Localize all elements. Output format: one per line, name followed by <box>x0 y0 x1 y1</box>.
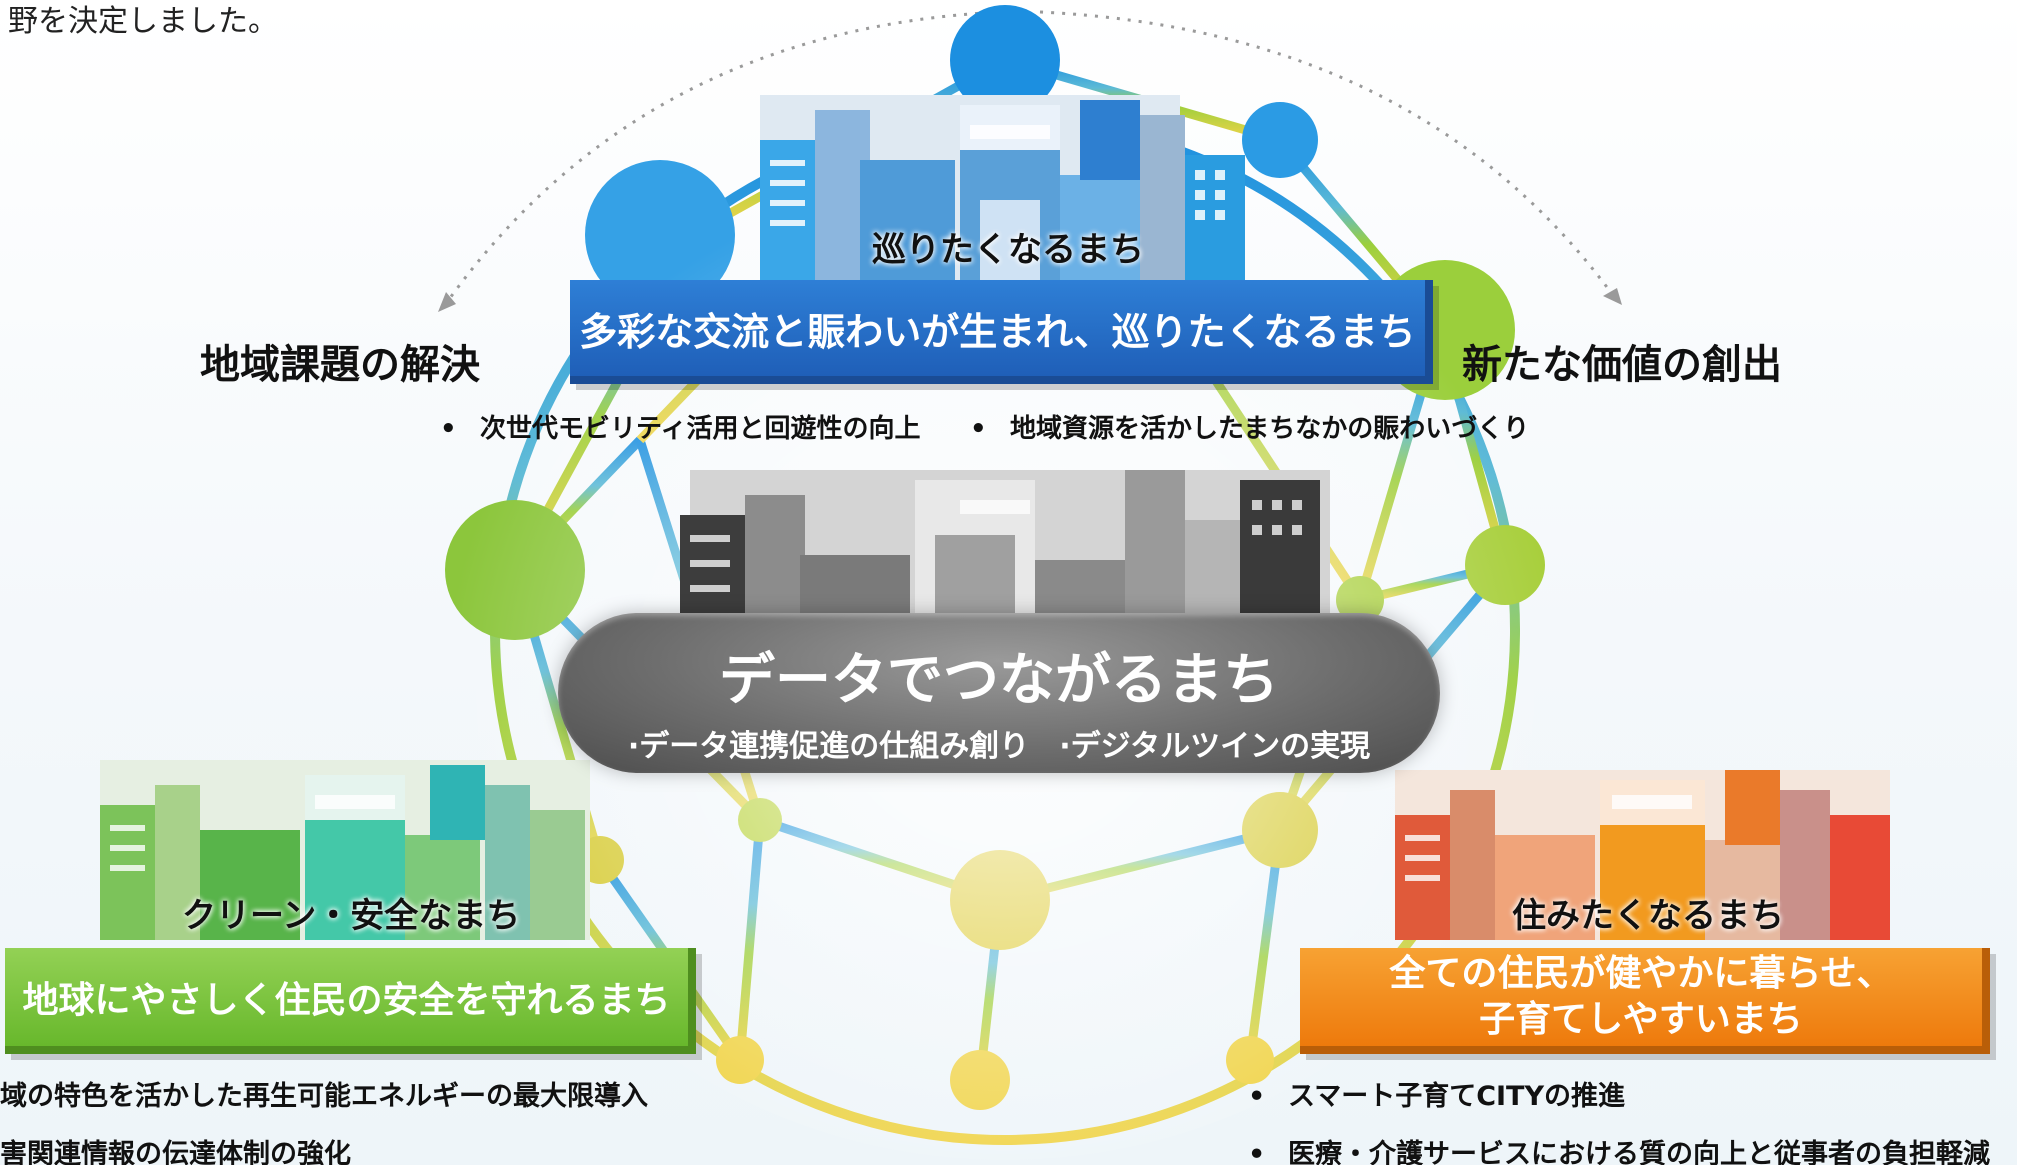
top-zone-banner: 多彩な交流と賑わいが生まれ、巡りたくなるまち <box>570 280 1433 384</box>
top-zone-bullet-2: 地域資源を活かしたまちなかの賑わいづくり <box>970 408 1529 445</box>
right-zone-banner: 全ての住民が健やかに暮らせ、 子育てしやすいまち <box>1300 948 1990 1054</box>
left-zone-banner-text: 地球にやさしく住民の安全を守れるまち <box>22 980 671 1021</box>
left-zone-label: クリーン・安全なまち <box>182 896 521 936</box>
right-zone-bullet-1: スマート子育てCITYの推進 <box>1248 1074 1625 1113</box>
left-theme-label: 地域課題の解決 <box>200 342 480 388</box>
intro-text: 野を決定しました。 <box>8 4 278 39</box>
right-zone-bullet-2: 医療・介護サービスにおける質の向上と従事者の負担軽減 <box>1248 1132 1990 1165</box>
top-zone-label: 巡りたくなるまち <box>872 230 1144 270</box>
left-zone-bullet-1: 域の特色を活かした再生可能エネルギーの最大限導入 <box>0 1081 648 1112</box>
top-buildings-illustration <box>760 95 1245 280</box>
right-zone-banner-line2: 子育てしやすいまち <box>1479 999 1803 1040</box>
left-buildings-illustration <box>100 760 590 940</box>
left-dotted-arrow <box>443 10 1001 306</box>
top-zone-banner-text: 多彩な交流と賑わいが生まれ、巡りたくなるまち <box>579 309 1416 354</box>
right-zone-banner-line1: 全ての住民が健やかに暮らせ、 <box>1389 953 1893 994</box>
left-zone-banner: 地球にやさしく住民の安全を守れるまち <box>5 948 696 1054</box>
top-zone-bullet-1: 次世代モビリティ活用と回遊性の向上 <box>440 408 920 445</box>
right-buildings-illustration <box>1395 770 1890 940</box>
center-zone-subtitle: ·データ連携促進の仕組み創り ·デジタルツインの実現 <box>627 729 1371 764</box>
right-dotted-arrow <box>1039 10 1617 299</box>
center-zone-title: データでつながるまち <box>719 648 1279 713</box>
left-zone-bullet-2: 害関連情報の伝達体制の強化 <box>0 1139 351 1165</box>
right-theme-label: 新たな価値の創出 <box>1462 342 1782 388</box>
right-zone-label: 住みたくなるまち <box>1512 896 1784 936</box>
center-zone-pill: データでつながるまち ·データ連携促進の仕組み創り ·デジタルツインの実現 <box>558 613 1440 773</box>
